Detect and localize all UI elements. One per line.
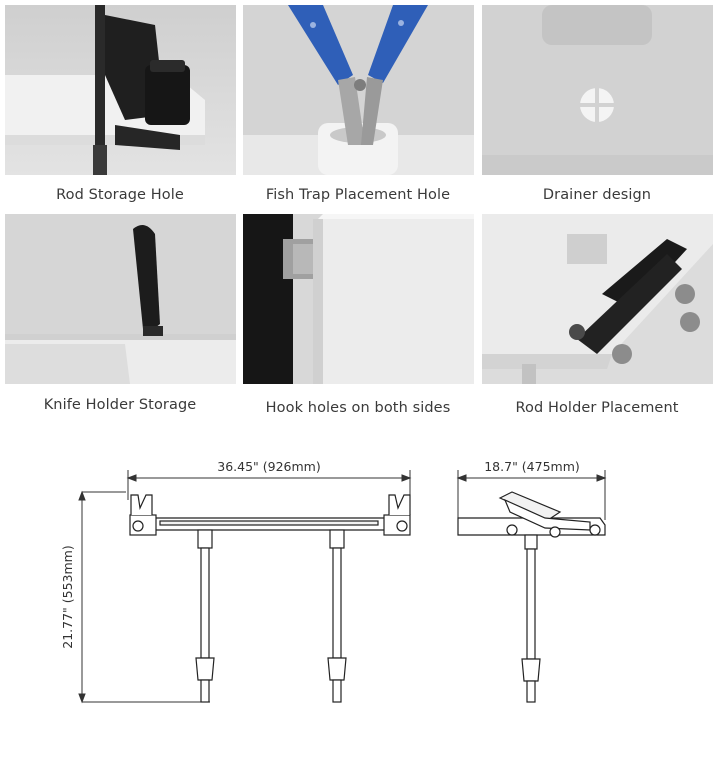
width-label: 36.45" (926mm) bbox=[217, 459, 320, 474]
photo-drainer-design bbox=[482, 5, 713, 175]
dimension-drawings: 36.45" (926mm) 21.77" (553mm) bbox=[0, 440, 722, 740]
width-dimension bbox=[126, 470, 412, 500]
photo-knife-holder-storage bbox=[5, 214, 236, 384]
caption-hook-holes-both-sides: Hook holes on both sides bbox=[265, 400, 451, 416]
photo-fish-trap-placement-hole bbox=[243, 5, 474, 175]
caption-rod-storage-hole: Rod Storage Hole bbox=[56, 187, 184, 203]
caption-rod-holder-placement: Rod Holder Placement bbox=[515, 400, 679, 416]
caption-fish-trap-placement-hole: Fish Trap Placement Hole bbox=[265, 187, 451, 203]
side-view-drawing bbox=[457, 491, 606, 703]
depth-label: 18.7" (475mm) bbox=[484, 459, 580, 474]
depth-dimension bbox=[456, 470, 607, 520]
photo-hook-holes-both-sides bbox=[243, 214, 474, 384]
photo-rod-storage-hole bbox=[5, 5, 236, 175]
height-dimension bbox=[78, 490, 210, 704]
photo-rod-holder-placement bbox=[482, 214, 713, 384]
caption-knife-holder-storage: Knife Holder Storage bbox=[43, 397, 197, 413]
height-label: 21.77" (553mm) bbox=[60, 545, 75, 648]
front-view-drawing bbox=[129, 494, 411, 703]
dimension-svg: 36.45" (926mm) 21.77" (553mm) bbox=[60, 459, 607, 704]
caption-drainer-design: Drainer design bbox=[542, 187, 652, 203]
